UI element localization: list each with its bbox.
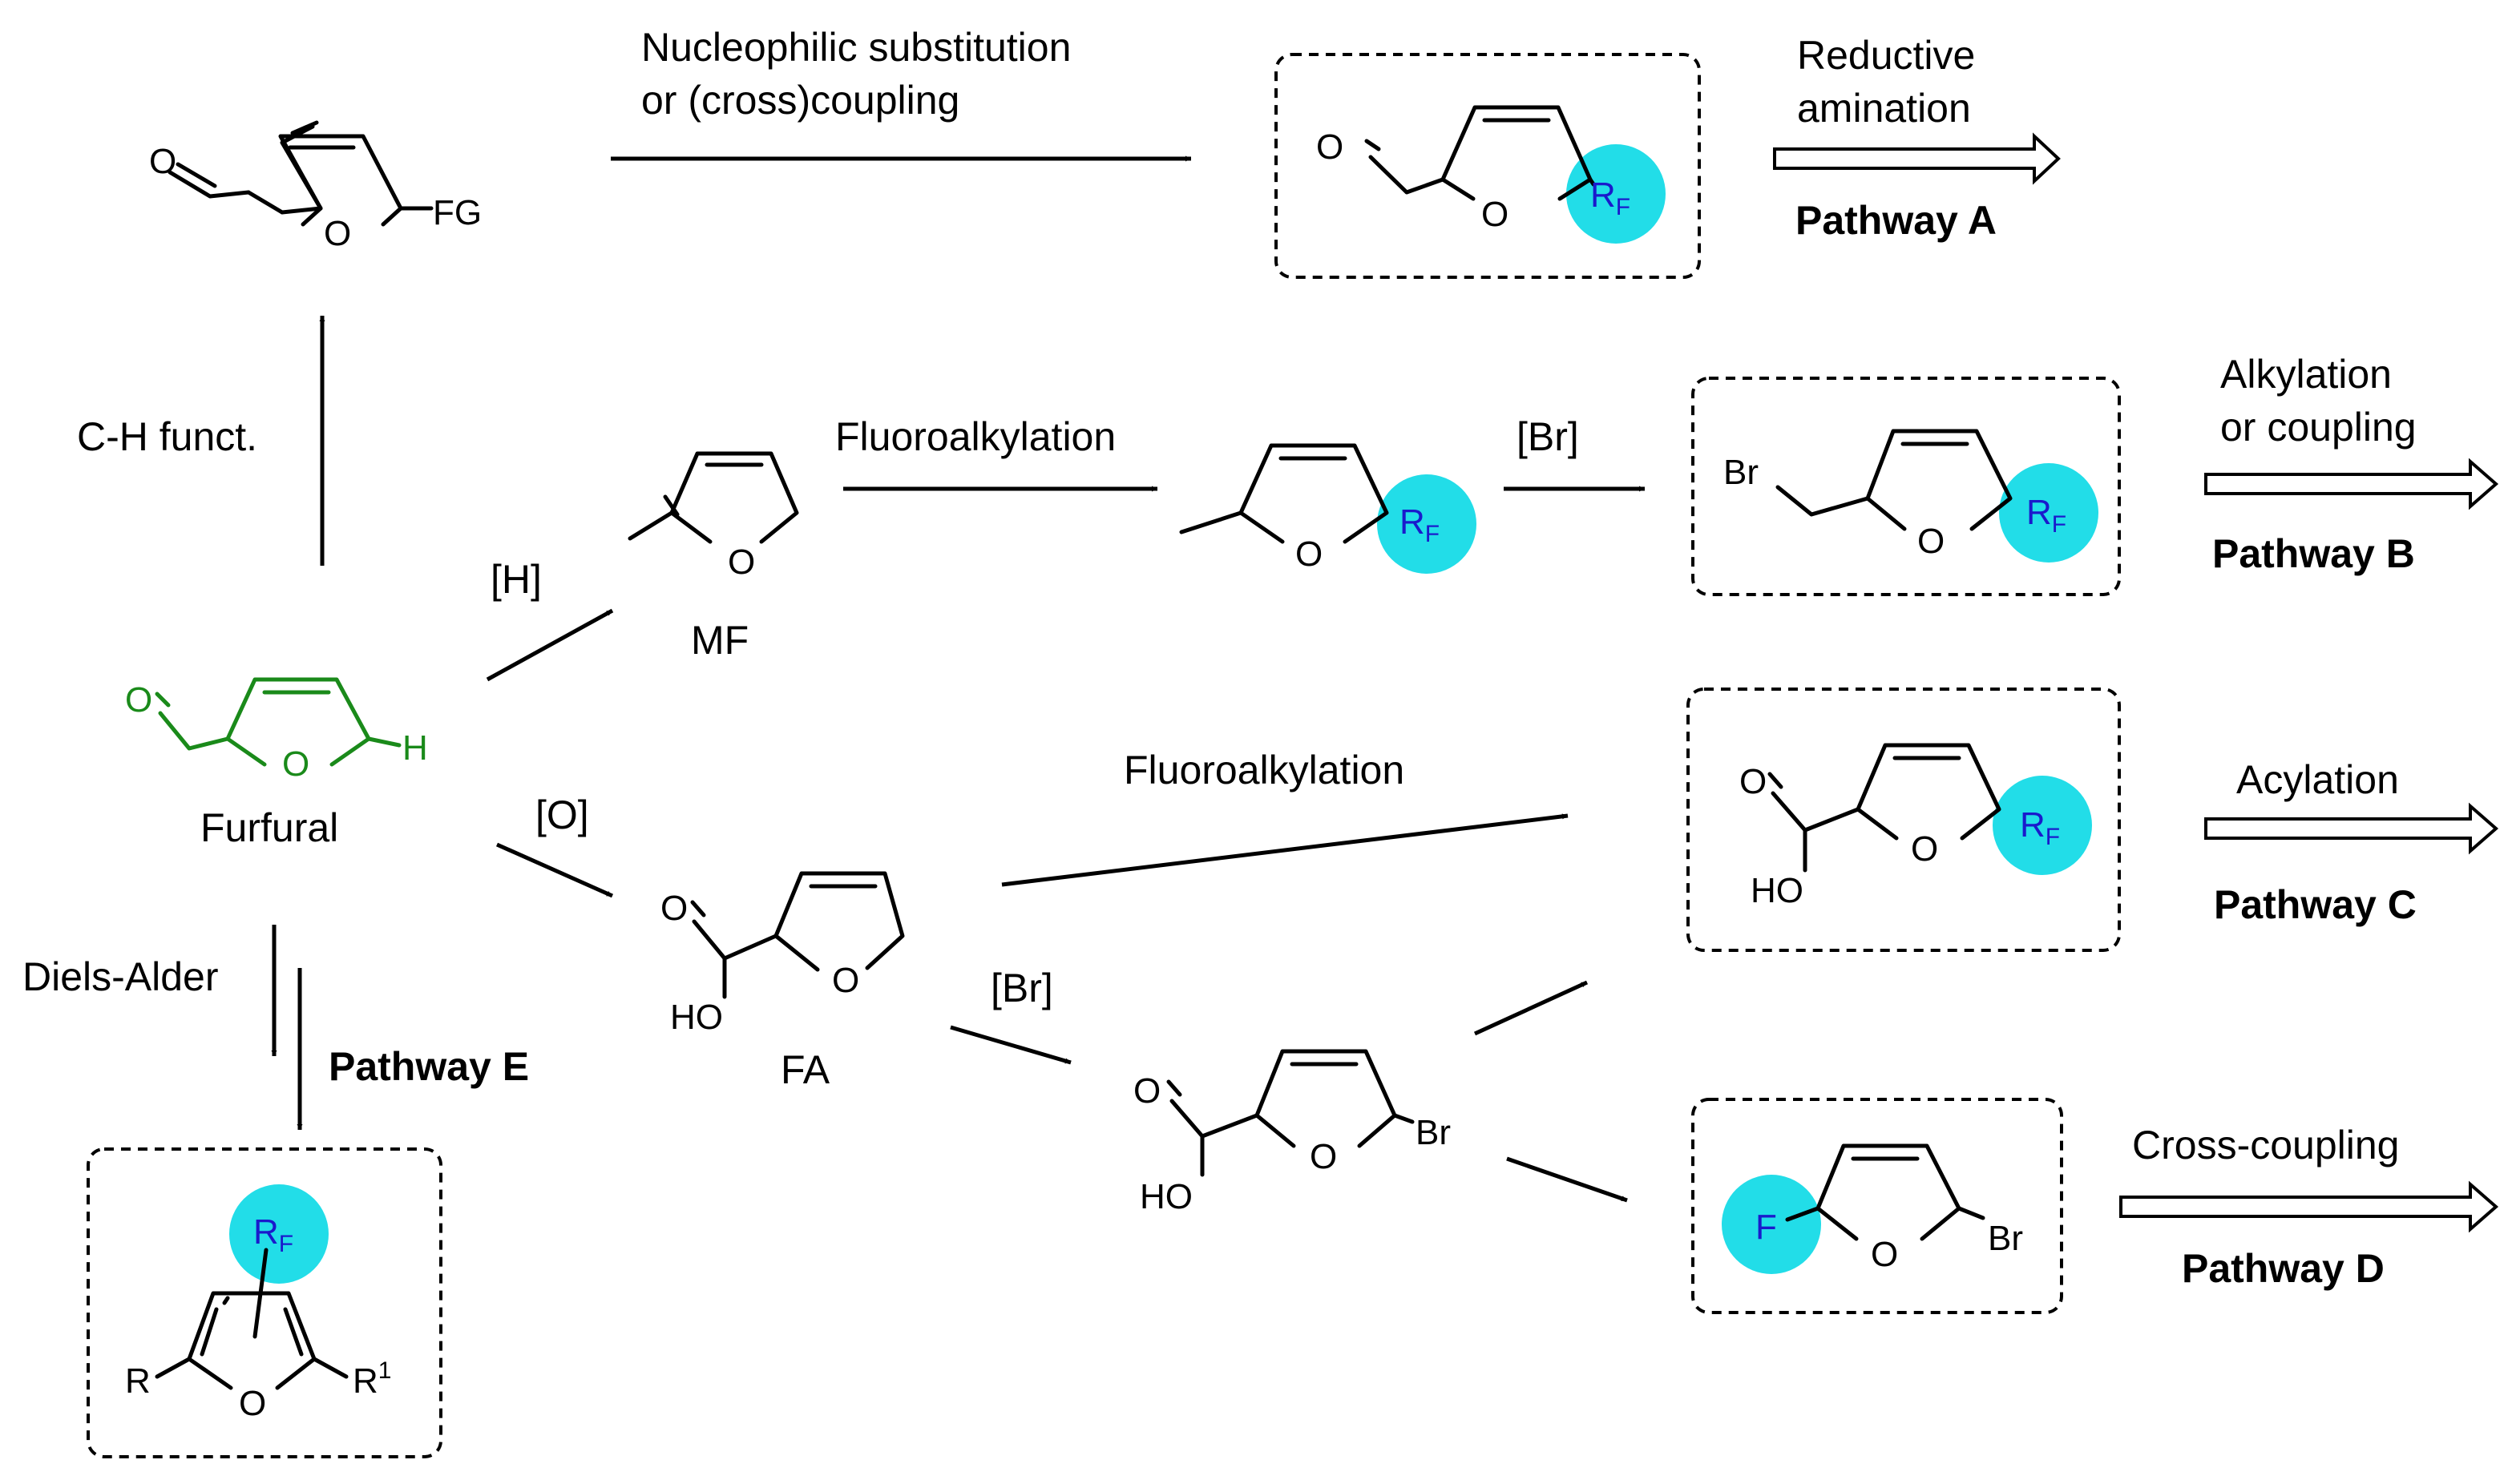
hollow-arrow-b <box>2204 458 2499 510</box>
label-reductive-2: amination <box>1797 86 1971 131</box>
box-product-b <box>1691 377 2121 596</box>
label-fa: FA <box>781 1047 830 1092</box>
atom-ho-c: HO <box>1751 871 1803 910</box>
atom-o-ring-fa: O <box>832 961 859 1000</box>
label-o-reagent: [O] <box>535 792 589 837</box>
box-product-d <box>1691 1098 2063 1314</box>
atom-br-d: Br <box>1988 1219 2023 1258</box>
label-alkylation-2: or coupling <box>2220 405 2417 450</box>
molecule-fa: O O HO <box>660 871 905 1037</box>
atom-o-aldehyde: O <box>149 142 176 181</box>
atom-o-ring-mf: O <box>728 542 755 582</box>
rf-label-a: RF <box>1590 175 1630 220</box>
atom-o-carbonyl-brfa: O <box>1133 1071 1161 1111</box>
atom-fg: FG <box>433 193 482 232</box>
atom-o-ring-brfa: O <box>1310 1137 1337 1176</box>
atom-br-brfa: Br <box>1416 1113 1451 1152</box>
molecule-mf: O <box>628 451 799 582</box>
atom-o-ring-c: O <box>1911 829 1938 869</box>
label-ch-funct: C-H funct. <box>77 414 257 459</box>
molecule-rf-furfural: O O RF <box>1316 105 1666 244</box>
molecule-bromofuroic-acid: O O HO Br <box>1133 1049 1451 1216</box>
rf-ball-b <box>1999 463 2098 563</box>
molecule-bromomethyl-rf-furan: Br O RF <box>1723 429 2098 563</box>
arrow-to-box-d <box>1506 1156 1628 1203</box>
atom-o-carbonyl-c: O <box>1739 762 1767 801</box>
arrow-o-oxidation <box>495 842 614 898</box>
atom-o-ring-b: O <box>1917 522 1945 561</box>
rf-ball-e <box>229 1184 329 1284</box>
molecule-fg-furfural: O O FG <box>149 120 482 253</box>
arrow-fluoroalkylation-mid <box>1001 813 1569 887</box>
label-furfural: Furfural <box>200 805 338 850</box>
label-h-reagent: [H] <box>491 557 542 602</box>
atom-o-aldehyde-furfural: O <box>125 680 152 720</box>
label-nucleophilic-1: Nucleophilic substitution <box>641 25 1071 70</box>
label-pathway-d: Pathway D <box>2182 1246 2385 1291</box>
label-acylation: Acylation <box>2236 757 2399 802</box>
molecule-diels-alder-product: RF R O R1 <box>125 1184 391 1423</box>
label-mf: MF <box>691 618 749 663</box>
rf-label-c: RF <box>2020 805 2060 850</box>
atom-f-d: F <box>1755 1208 1777 1247</box>
atom-r1-e: R1 <box>353 1357 391 1401</box>
box-product-e <box>87 1147 442 1458</box>
molecule-furfural: O O H <box>125 677 428 784</box>
atom-r-e: R <box>125 1361 151 1401</box>
label-pathway-b: Pathway B <box>2212 531 2415 576</box>
label-pathway-e: Pathway E <box>329 1044 529 1089</box>
arrow-br-mid <box>950 1025 1072 1065</box>
atom-ho-fa: HO <box>670 998 723 1037</box>
box-product-c <box>1686 688 2121 952</box>
atom-br-b: Br <box>1723 453 1759 492</box>
label-br-top: [Br] <box>1517 414 1579 459</box>
rf-label-e: RF <box>253 1212 293 1257</box>
rf-ball-mf <box>1377 474 1476 574</box>
label-pathway-c: Pathway C <box>2214 882 2417 927</box>
rf-label-b: RF <box>2026 493 2066 538</box>
label-alkylation-1: Alkylation <box>2220 352 2392 397</box>
label-cross-coupling: Cross-coupling <box>2132 1123 2399 1167</box>
molecule-f-bromofuran: F O Br <box>1722 1143 2023 1274</box>
label-fluoroalkylation-mid: Fluoroalkylation <box>1124 748 1404 792</box>
label-pathway-a: Pathway A <box>1795 198 1997 243</box>
arrow-to-box-c <box>1473 980 1589 1036</box>
hollow-arrow-c <box>2204 802 2499 855</box>
rf-label-mf: RF <box>1399 502 1440 547</box>
atom-o-ring-a: O <box>1481 195 1508 234</box>
atom-o-ring-d: O <box>1871 1235 1898 1274</box>
rf-ball-c <box>1993 776 2092 875</box>
molecule-rf-furoic-acid: O O HO RF <box>1739 743 2092 910</box>
atom-o-ring-e: O <box>239 1384 266 1423</box>
atom-o-ring: O <box>324 214 351 253</box>
label-nucleophilic-2: or (cross)coupling <box>641 78 959 123</box>
hollow-arrow-a <box>1773 132 2061 185</box>
atom-o-ring-furfural: O <box>282 744 309 784</box>
hollow-arrow-d <box>2119 1180 2499 1233</box>
atom-ho-brfa: HO <box>1140 1177 1193 1216</box>
rf-ball-a <box>1566 144 1666 244</box>
label-reductive-1: Reductive <box>1797 33 1975 78</box>
label-fluoroalkylation-top: Fluoroalkylation <box>835 414 1116 459</box>
atom-o-carbonyl-fa: O <box>660 889 688 928</box>
label-diels-alder: Diels-Alder <box>22 954 219 999</box>
atom-o-ring-rfmf: O <box>1295 534 1323 574</box>
atom-o-aldehyde-a: O <box>1316 127 1343 167</box>
box-product-a <box>1274 53 1701 279</box>
molecule-rf-methylfuran: O RF <box>1179 443 1476 574</box>
arrow-h-reduction <box>486 608 614 682</box>
atom-h-furfural: H <box>402 728 428 768</box>
rf-ball-d <box>1722 1175 1821 1274</box>
label-br-mid: [Br] <box>991 966 1053 1010</box>
